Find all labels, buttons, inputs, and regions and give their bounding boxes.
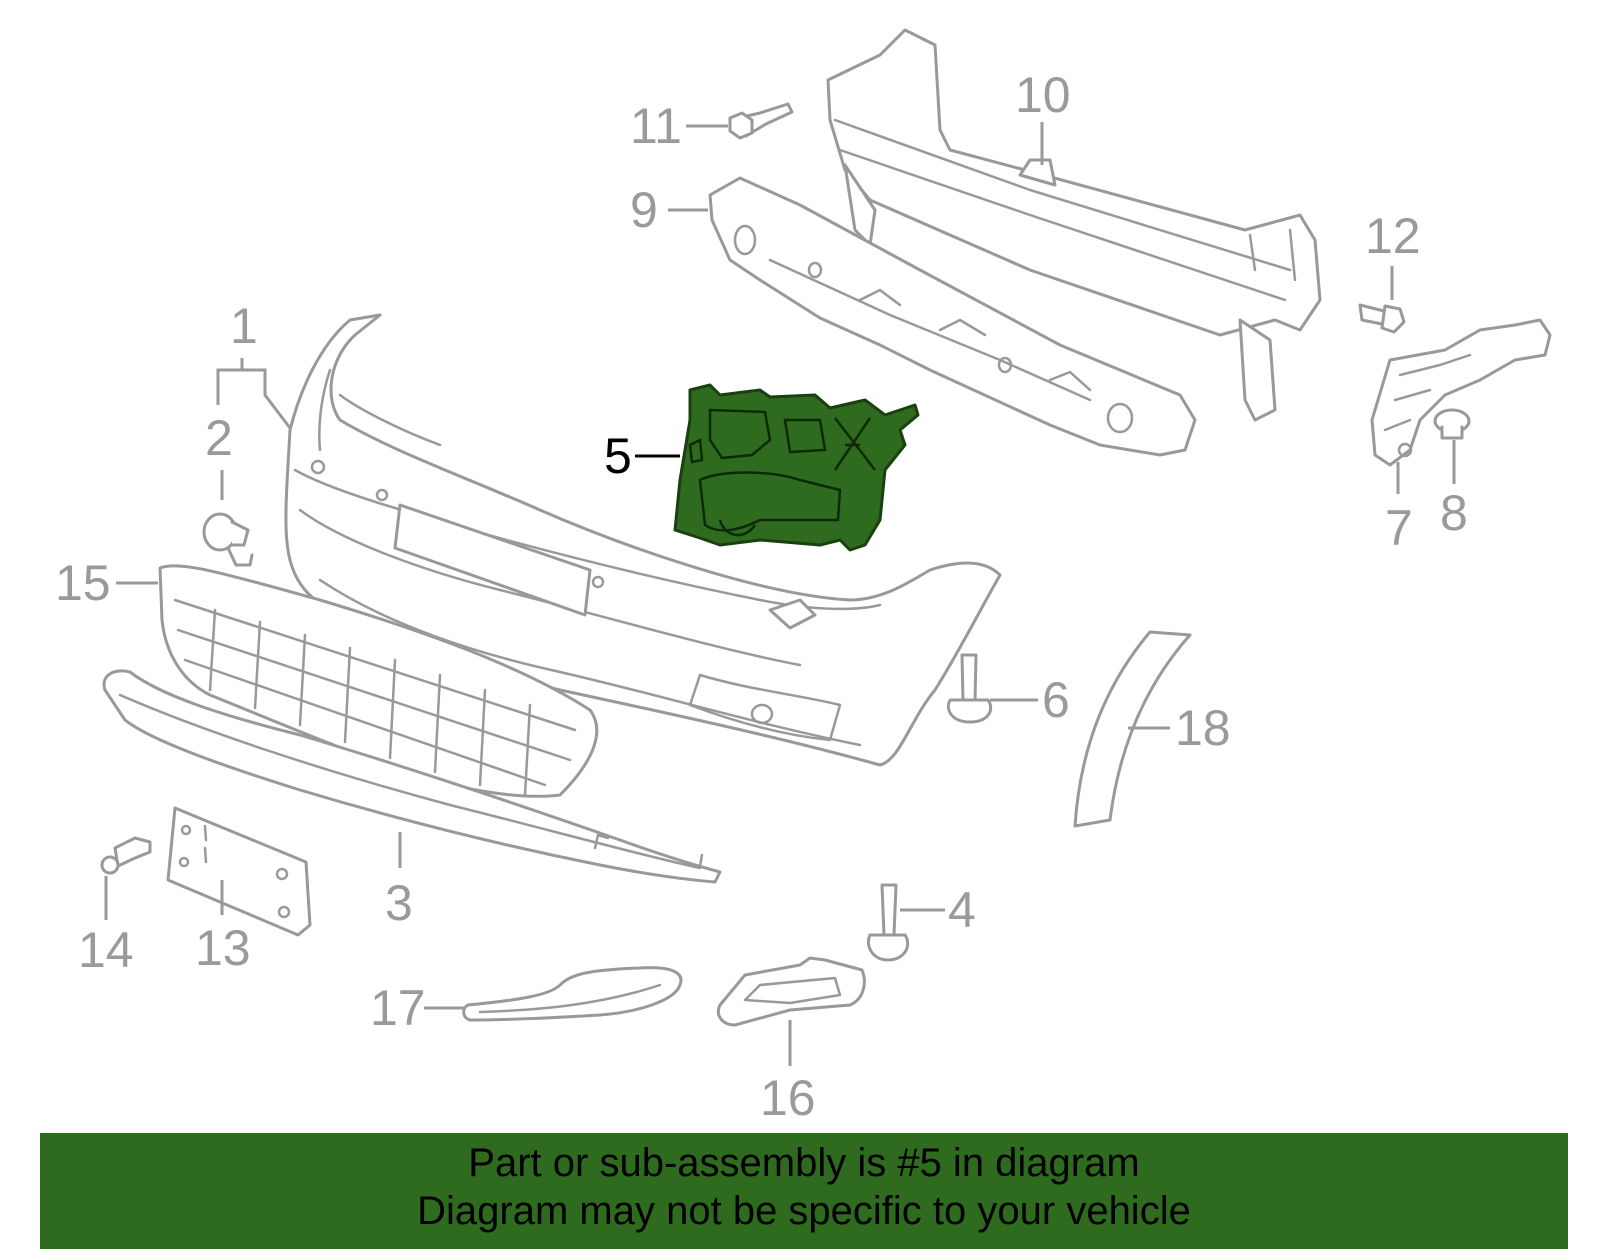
part-5-bumper-bracket[interactable]: [673, 383, 920, 552]
callout-14: 14: [78, 922, 134, 978]
part-10-reinforcement-beam[interactable]: [826, 28, 1322, 422]
callout-1: 1: [230, 298, 258, 354]
part-17-trim-strip[interactable]: [462, 966, 683, 1022]
part-13-license-bracket[interactable]: [166, 806, 312, 937]
callout-11: 11: [630, 98, 682, 154]
callout-18: 18: [1175, 700, 1231, 756]
banner-line-2: Diagram may not be specific to your vehi…: [417, 1189, 1191, 1233]
part-6-screw[interactable]: [946, 653, 993, 724]
part-7-side-bracket[interactable]: [1370, 318, 1552, 467]
part-2-tow-eye-cover[interactable]: [202, 512, 254, 567]
callout-7: 7: [1385, 500, 1413, 556]
callout-9: 9: [630, 182, 658, 238]
info-banner: Part or sub-assembly is #5 in diagram Di…: [40, 1133, 1568, 1249]
callout-17: 17: [370, 980, 426, 1036]
part-15-grille[interactable]: [158, 564, 599, 798]
callout-8: 8: [1440, 485, 1468, 541]
part-12-bolt[interactable]: [1358, 303, 1406, 334]
callout-4: 4: [948, 882, 976, 938]
part-4-screw[interactable]: [866, 883, 910, 962]
part-16-fog-bezel[interactable]: [716, 956, 866, 1027]
callout-16: 16: [760, 1070, 816, 1126]
part-14-push-clip[interactable]: [100, 836, 152, 875]
callout-3: 3: [385, 875, 413, 931]
callout-15: 15: [55, 555, 111, 611]
part-9-energy-absorber[interactable]: [708, 176, 1197, 457]
callout-12: 12: [1365, 208, 1421, 264]
leader-lines: [104, 122, 1456, 1066]
banner-line-1: Part or sub-assembly is #5 in diagram: [468, 1141, 1140, 1185]
callout-2: 2: [205, 410, 233, 466]
callout-6: 6: [1042, 672, 1070, 728]
callout-10: 10: [1015, 67, 1071, 123]
part-11-bolt[interactable]: [728, 102, 794, 140]
callout-5: 5: [604, 428, 632, 484]
part-3-lower-spoiler[interactable]: [102, 669, 722, 884]
part-8-clip-nut[interactable]: [1433, 408, 1471, 440]
callout-13: 13: [195, 920, 251, 976]
